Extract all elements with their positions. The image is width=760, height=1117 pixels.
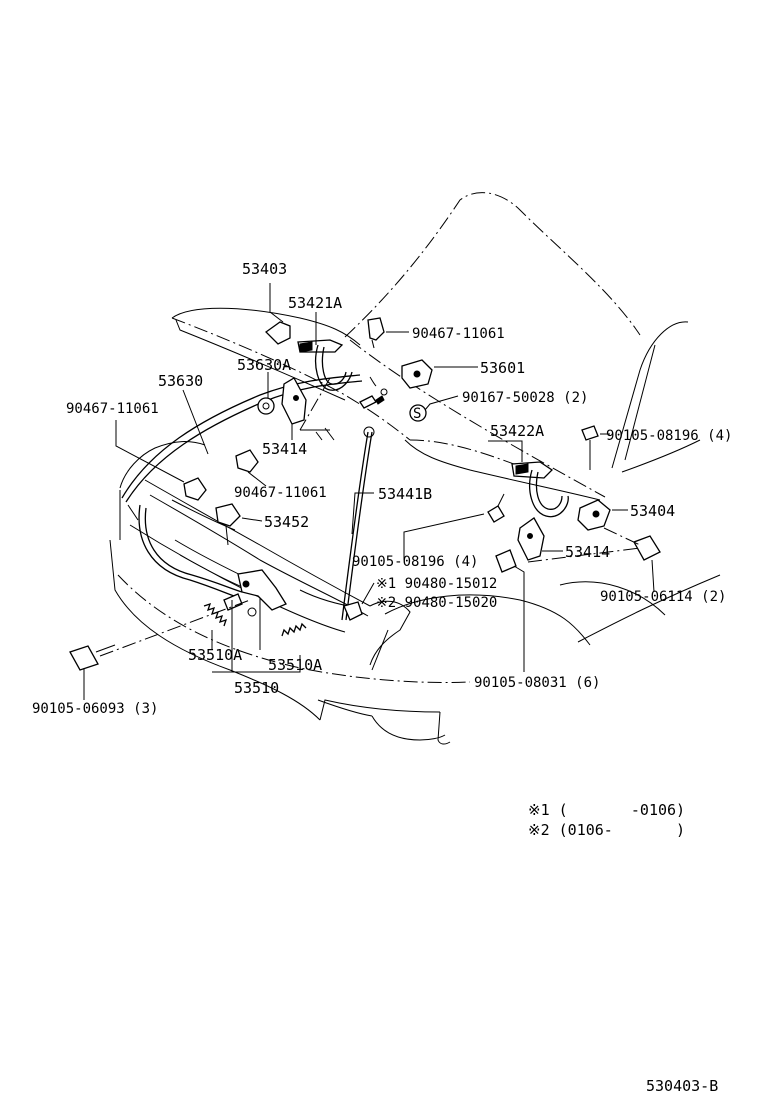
label-53630a: 53630A bbox=[237, 356, 291, 374]
label-53510a-left: 53510A bbox=[188, 646, 242, 664]
label-90467-top: 90467-11061 bbox=[412, 326, 505, 342]
label-53422a: 53422A bbox=[490, 422, 544, 440]
label-90467-mid: 90467-11061 bbox=[234, 485, 327, 501]
label-53630: 53630 bbox=[158, 372, 203, 390]
bolt-90105-06093 bbox=[69, 645, 99, 671]
applicability-legend: ※1 ( -0106) ※2 (0106- ) bbox=[528, 801, 685, 839]
hood-stay-53441b bbox=[341, 431, 369, 621]
legend-row-2: ※2 (0106- ) bbox=[528, 821, 685, 839]
bolt-90105-08031 bbox=[495, 549, 517, 573]
parts: S bbox=[69, 317, 661, 671]
label-90105-06093: 90105-06093 (3) bbox=[32, 701, 158, 717]
stay-holder-90480 bbox=[343, 601, 363, 621]
clip-90467-mid bbox=[235, 449, 259, 473]
lever-53452 bbox=[215, 503, 241, 527]
figure-id: 530403-B bbox=[646, 1077, 718, 1095]
lock-53510 bbox=[237, 569, 287, 611]
clip-90467-top bbox=[367, 317, 385, 341]
grommet-53630a bbox=[257, 397, 275, 415]
label-90167: 90167-50028 (2) bbox=[462, 390, 588, 406]
label-90105-08196-mid: 90105-08196 (4) bbox=[352, 554, 478, 570]
s-washer-90167 bbox=[409, 404, 427, 422]
label-53403: 53403 bbox=[242, 260, 287, 278]
label-53510a-right: 53510A bbox=[268, 656, 322, 674]
leader-lines bbox=[83, 283, 655, 700]
bolt-90105-08196-mid bbox=[487, 505, 505, 523]
legend-row-1: ※1 ( -0106) bbox=[528, 801, 685, 819]
spring-53510a-right bbox=[281, 622, 307, 637]
bolt-90105-06114 bbox=[633, 535, 661, 561]
label-53414-right: 53414 bbox=[565, 543, 610, 561]
part-labels: 53403 53421A 90467-11061 53601 53630A 53… bbox=[32, 260, 732, 717]
label-53601: 53601 bbox=[480, 359, 525, 377]
label-53414-left: 53414 bbox=[262, 440, 307, 458]
label-note1-part: ※1 90480-15012 bbox=[376, 576, 497, 592]
label-53510: 53510 bbox=[234, 679, 279, 697]
hood-outline bbox=[109, 192, 721, 745]
spring-53510a-left bbox=[203, 602, 228, 627]
label-53421a: 53421A bbox=[288, 294, 342, 312]
label-53452: 53452 bbox=[264, 513, 309, 531]
bracket-53403 bbox=[264, 321, 291, 345]
label-90105-08196-top: 90105-08196 (4) bbox=[606, 428, 732, 444]
bolt-90105-08196-top bbox=[581, 425, 599, 441]
support-53414-left bbox=[281, 377, 307, 425]
label-53441b: 53441B bbox=[378, 485, 432, 503]
s-marker-icon: S bbox=[413, 406, 421, 422]
label-90105-06114: 90105-06114 (2) bbox=[600, 589, 726, 605]
label-53404: 53404 bbox=[630, 502, 675, 520]
clip-90467-left bbox=[183, 477, 207, 501]
label-note2-part: ※2 90480-15020 bbox=[376, 595, 497, 611]
label-90105-08031: 90105-08031 (6) bbox=[474, 675, 600, 691]
support-53414-right bbox=[517, 517, 545, 561]
label-90467-left: 90467-11061 bbox=[66, 401, 159, 417]
